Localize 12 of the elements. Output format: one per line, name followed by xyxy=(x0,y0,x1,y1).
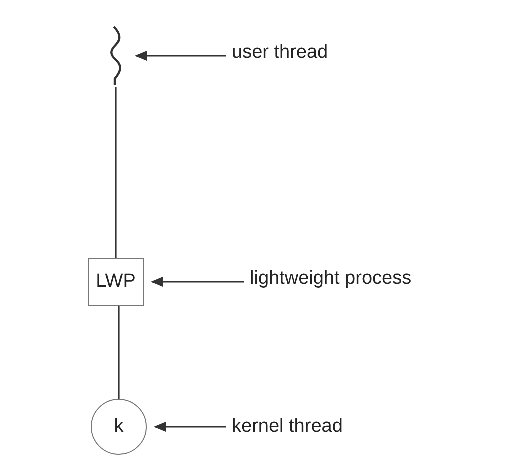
leader-arrow xyxy=(154,422,226,432)
callout-label: user thread xyxy=(232,42,328,64)
process-box xyxy=(88,258,144,306)
leader-arrow xyxy=(151,277,244,287)
circle-node xyxy=(91,399,147,455)
connector-line xyxy=(118,306,120,399)
callout-label: kernel thread xyxy=(232,416,343,438)
connector-line xyxy=(115,87,117,258)
node-label: LWP xyxy=(96,271,136,293)
node-label: k xyxy=(114,416,124,438)
callout-label: lightweight process xyxy=(250,268,412,290)
leader-arrow xyxy=(135,51,226,61)
